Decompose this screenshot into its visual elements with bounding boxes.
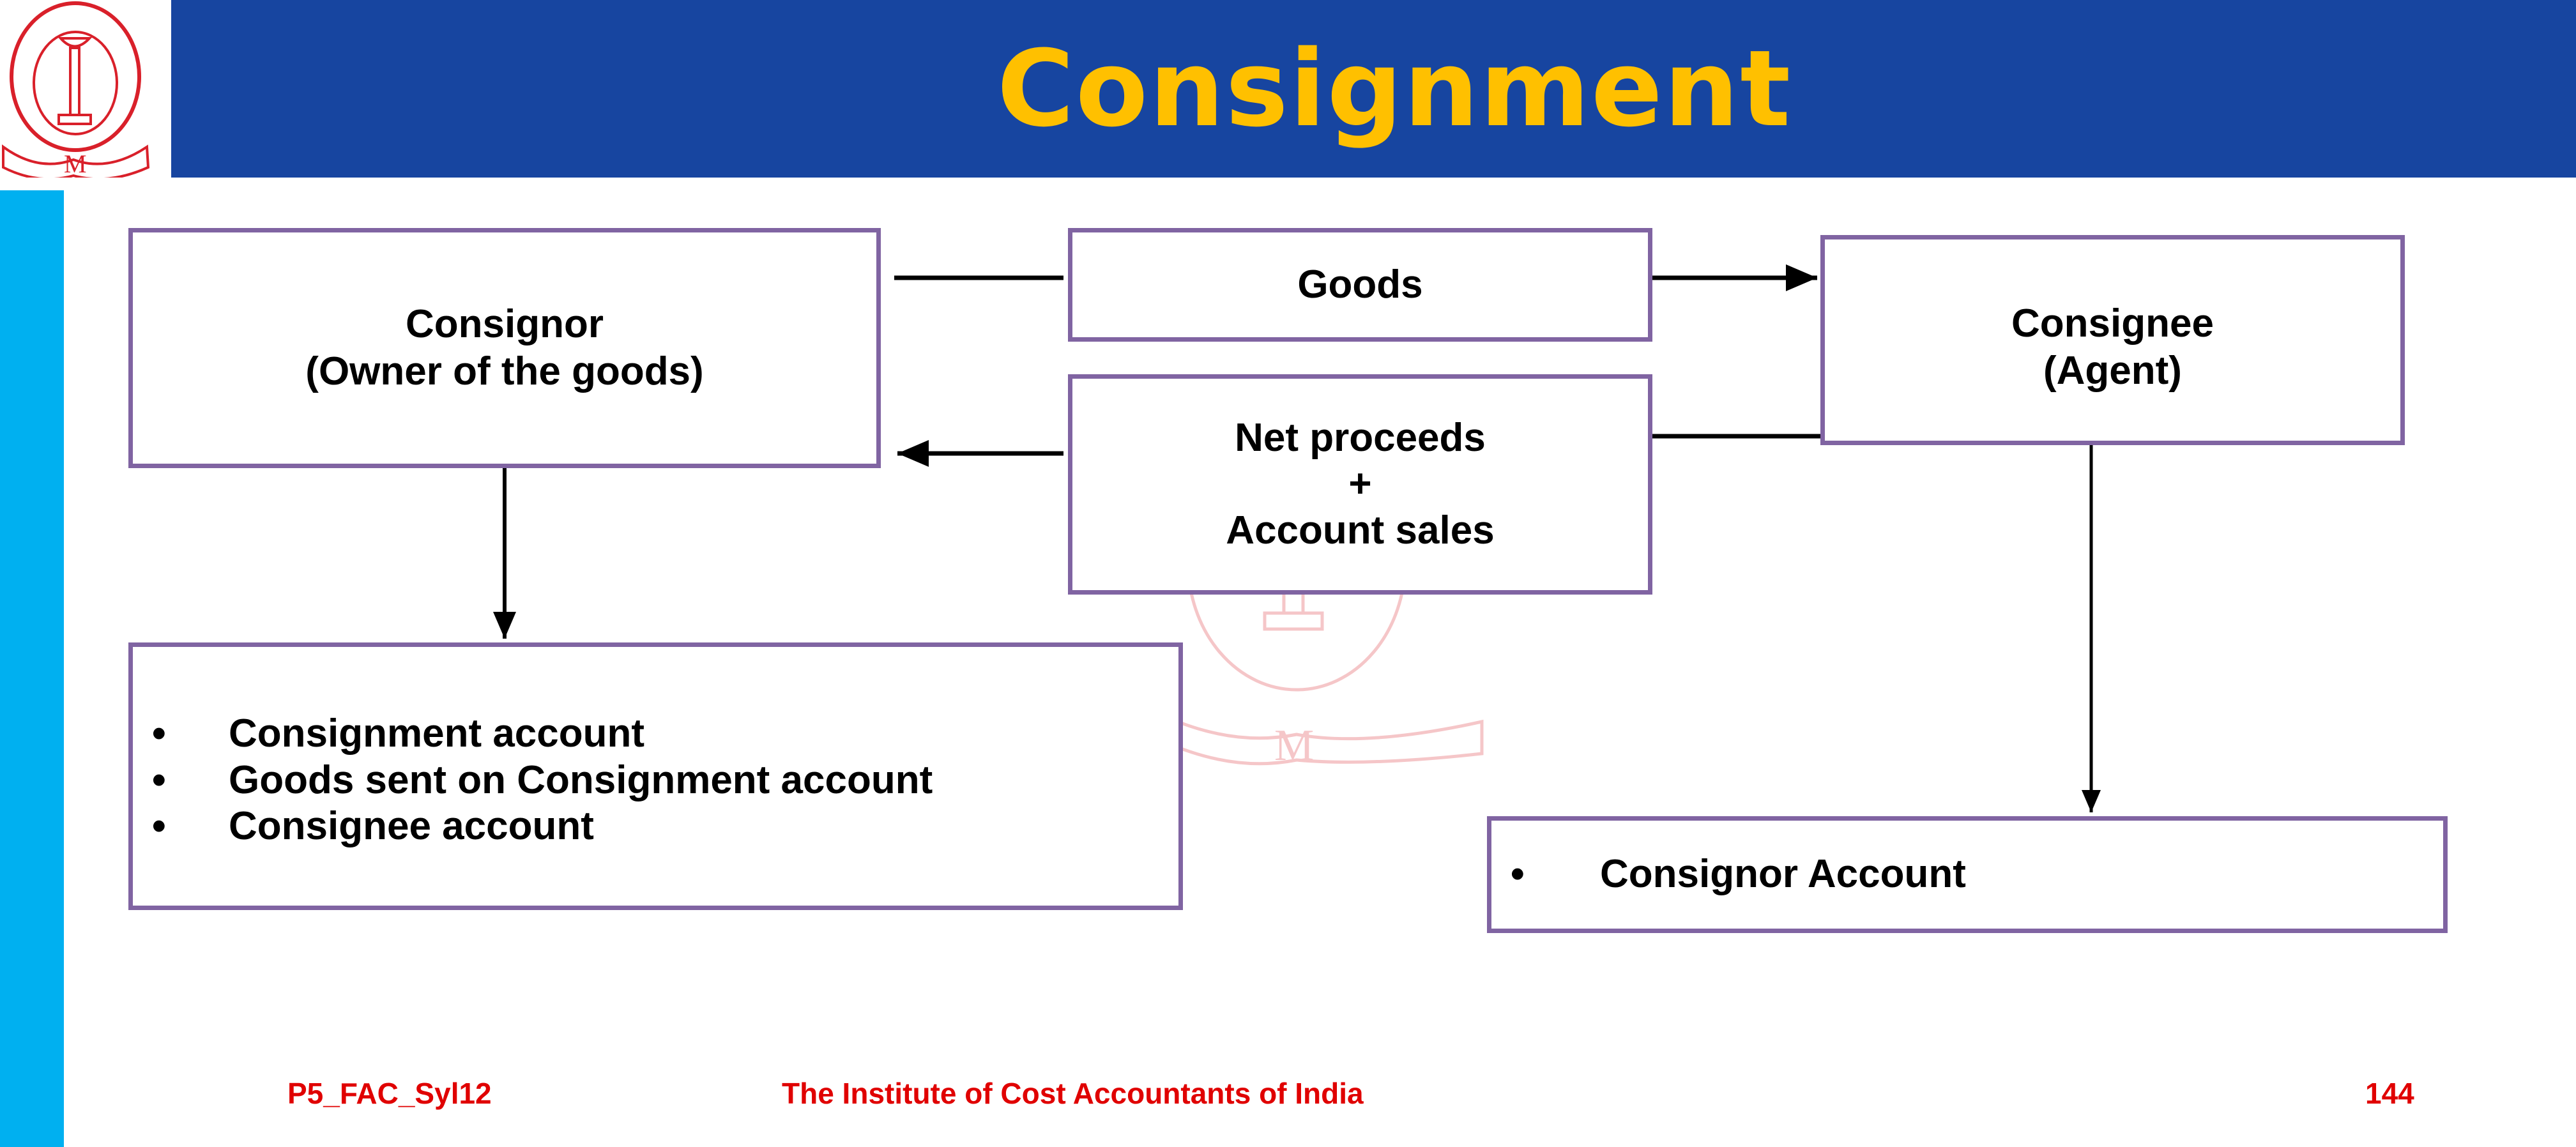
list-item: •Consignor Account: [1511, 852, 1966, 897]
list-item: •Goods sent on Consignment account: [152, 757, 933, 802]
plus-label: +: [1348, 462, 1372, 506]
consignor-label: Consignor: [406, 301, 604, 346]
institute-logo: M: [1, 1, 150, 178]
account-sales-label: Account sales: [1226, 508, 1495, 552]
slide-title: Consignment: [996, 27, 1792, 150]
sidebar-accent: [0, 190, 64, 1147]
list-item: •Consignment account: [152, 711, 645, 756]
consignor-books-box: •Consignment account •Goods sent on Cons…: [128, 642, 1183, 910]
net-proceeds-label: Net proceeds: [1235, 415, 1486, 460]
footer-institute: The Institute of Cost Accountants of Ind…: [782, 1077, 1364, 1110]
consignee-label: Consignee: [2011, 301, 2214, 346]
consignee-sublabel: (Agent): [2043, 349, 2182, 393]
net-proceeds-box: Net proceeds + Account sales: [1068, 374, 1652, 595]
goods-box: Goods: [1068, 228, 1652, 342]
consignee-box: Consignee (Agent): [1820, 235, 2405, 445]
header-bar: [171, 0, 2576, 178]
consignor-box: Consignor (Owner of the goods): [128, 228, 881, 468]
consignee-books-box: •Consignor Account: [1487, 816, 2448, 933]
footer-code: P5_FAC_Syl12: [287, 1077, 492, 1110]
page-number: 144: [2365, 1077, 2414, 1110]
svg-text:M: M: [1274, 721, 1314, 770]
goods-label: Goods: [1297, 262, 1423, 307]
svg-text:M: M: [64, 149, 87, 178]
list-item: •Consignee account: [152, 804, 594, 849]
consignor-sublabel: (Owner of the goods): [305, 349, 704, 393]
watermark-logo: M: [1161, 524, 1484, 770]
